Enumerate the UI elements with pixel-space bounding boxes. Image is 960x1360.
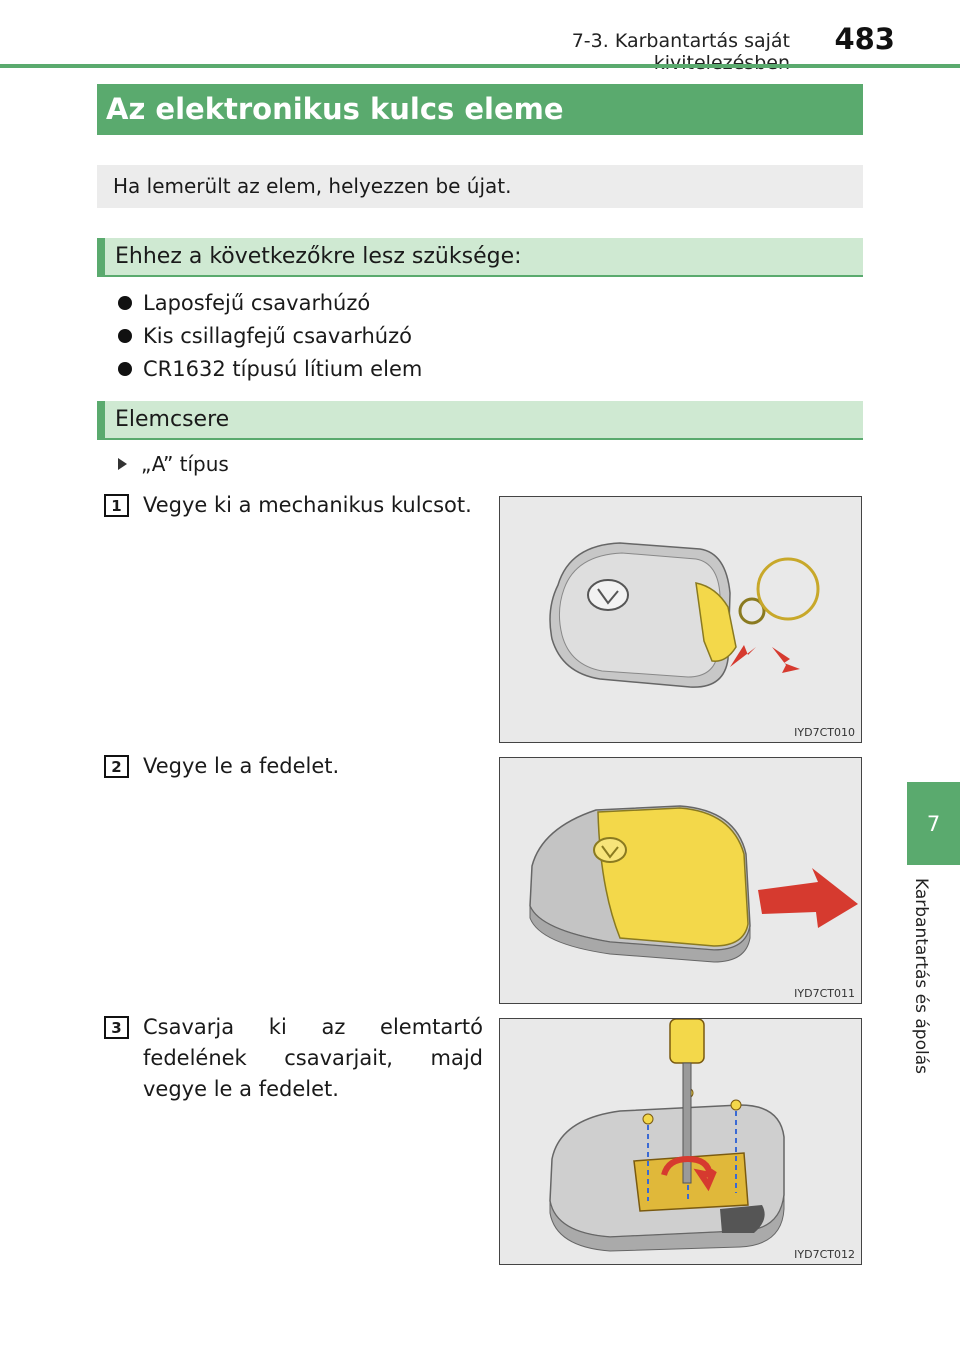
running-title: 7-3. Karbantartás saját kivitelezésben (571, 30, 790, 74)
bullet-icon (118, 361, 132, 376)
step-text-2: Vegye le a fedelet. (143, 754, 340, 778)
list-item-text: CR1632 típusú lítium elem (143, 356, 423, 381)
figure-code: IYD7CT010 (794, 726, 855, 739)
figure-remove-screws: IYD7CT012 (499, 1018, 862, 1265)
list-item: Laposfejű csavarhúzó (118, 286, 422, 319)
figure-code: IYD7CT011 (794, 987, 855, 1000)
bullet-icon (118, 295, 132, 310)
step-text-3: Csavarja ki az elemtartó fedelének csava… (143, 1015, 483, 1101)
list-item-text: Laposfejű csavarhúzó (143, 290, 371, 315)
list-item-text: Kis csillagfejű csavarhúzó (143, 323, 412, 348)
step-number-1: 1 (104, 494, 129, 517)
type-label-row: „A” típus (118, 452, 229, 476)
list-item: CR1632 típusú lítium elem (118, 352, 422, 385)
type-label: „A” típus (141, 452, 229, 476)
step-number-2: 2 (104, 755, 129, 778)
figure-remove-cover: IYD7CT011 (499, 757, 862, 1004)
bullet-icon (118, 328, 132, 343)
step-text-1: Vegye ki a mechanikus kulcsot. (143, 493, 472, 517)
step-number-3: 3 (104, 1016, 129, 1039)
key-fob-cover-illustration (529, 805, 858, 963)
replacement-heading: Elemcsere (97, 401, 863, 440)
chapter-title-vertical: Karbantartás és ápolás (911, 878, 941, 1108)
chapter-number: 7 (926, 811, 941, 836)
requirements-heading: Ehhez a következőkre lesz szüksége: (97, 238, 863, 277)
requirements-list: Laposfejű csavarhúzó Kis csillagfejű csa… (118, 286, 422, 385)
figure-code: IYD7CT012 (794, 1248, 855, 1261)
chapter-title: Karbantartás és ápolás (911, 878, 931, 1074)
key-fob-illustration (549, 542, 820, 688)
chapter-tab: 7 (907, 782, 960, 865)
page-number: 483 (834, 22, 895, 56)
intro-box: Ha lemerült az elem, helyezzen be újat. (97, 165, 863, 208)
section-title: Az elektronikus kulcs eleme (97, 84, 863, 135)
triangle-icon (118, 458, 127, 470)
screwdriver-illustration (549, 1019, 785, 1252)
list-item: Kis csillagfejű csavarhúzó (118, 319, 422, 352)
figure-remove-mechanical-key: IYD7CT010 (499, 496, 862, 743)
header-divider (0, 64, 960, 68)
